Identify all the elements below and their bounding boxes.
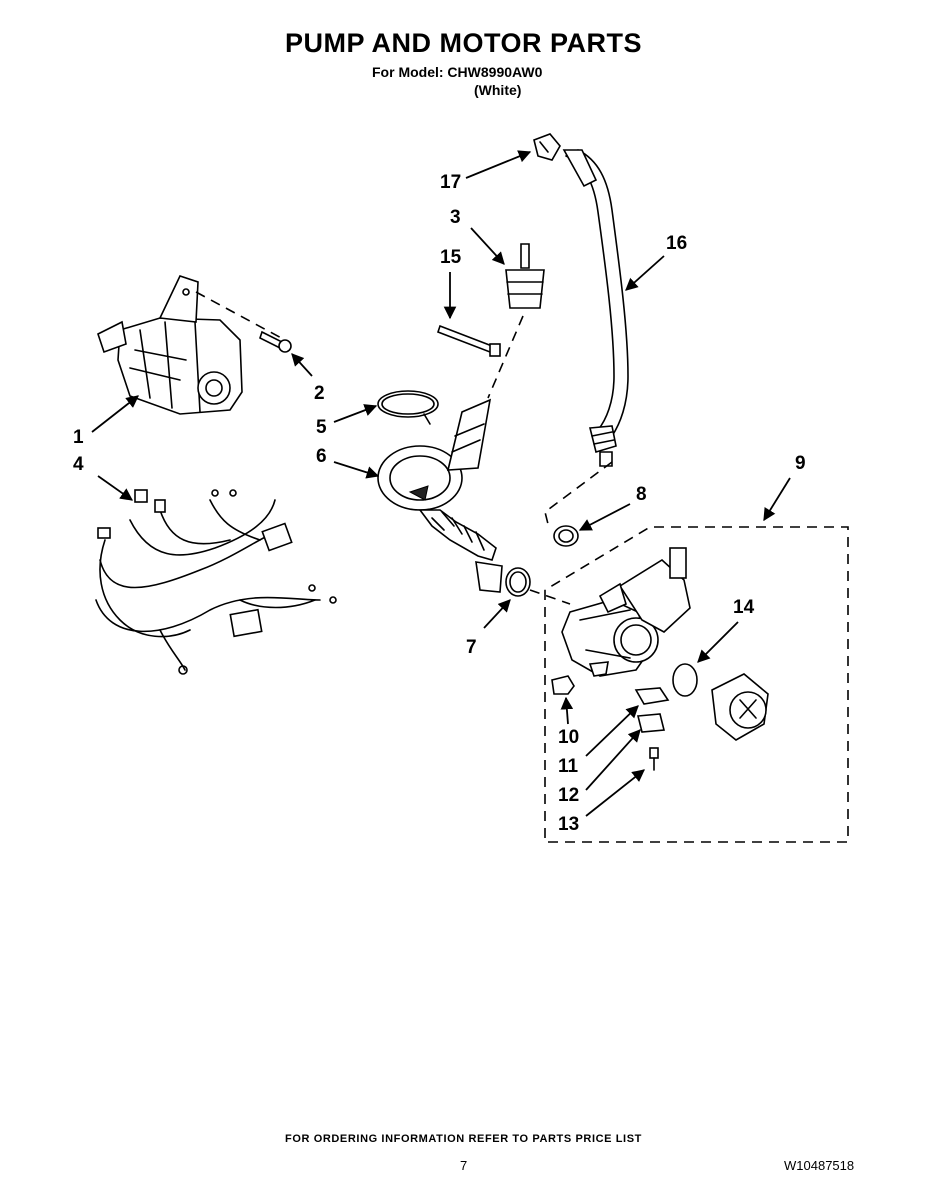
page-title: PUMP AND MOTOR PARTS: [284, 28, 643, 58]
callout-16: 16: [666, 233, 688, 254]
callout-3: 3: [450, 207, 461, 228]
pump-screw-part: [649, 747, 659, 771]
drain-clamp-part: [553, 525, 579, 547]
pump-assembly-box: [544, 526, 849, 843]
filter-gasket-part: [672, 663, 698, 697]
drain-hose-part: [562, 149, 629, 467]
cable-tie-part: [436, 324, 501, 357]
model-line: For Model: CHW8990AW0: [372, 64, 543, 80]
callout-2: 2: [314, 383, 325, 404]
pump-bracket-part: [636, 713, 666, 733]
callout-14: 14: [733, 597, 755, 618]
pump-filter-part: [711, 673, 769, 741]
drive-motor-part: [97, 275, 243, 415]
callout-4: 4: [73, 454, 84, 475]
callout-12: 12: [558, 785, 580, 806]
callout-15: 15: [440, 247, 462, 268]
callout-10: 10: [558, 727, 580, 748]
callout-1: 1: [73, 427, 84, 448]
hose-plug-part: [505, 243, 545, 309]
drain-pump-part: [561, 547, 691, 677]
pump-hose-clamp-part: [505, 567, 531, 597]
hose-clamp-part: [377, 390, 439, 425]
callout-11: 11: [558, 756, 579, 777]
drain-hose-clip-part: [533, 133, 561, 161]
pump-mount-part: [634, 687, 670, 705]
callout-17: 17: [440, 172, 462, 193]
pump-clip-part: [551, 675, 575, 695]
motor-bolt-part: [259, 330, 292, 353]
document-number: W10487518: [784, 1158, 855, 1173]
callout-9: 9: [795, 453, 806, 474]
callout-13: 13: [558, 814, 580, 835]
callout-6: 6: [316, 446, 327, 467]
page-number: 7: [460, 1158, 468, 1173]
ordering-note: FOR ORDERING INFORMATION REFER TO PARTS …: [285, 1133, 642, 1145]
callout-7: 7: [466, 637, 477, 658]
callout-5: 5: [316, 417, 327, 438]
color-line: (White): [474, 82, 522, 98]
callout-8: 8: [636, 484, 647, 505]
tub-to-pump-hose-part: [377, 398, 503, 593]
wire-harness-part: [95, 489, 337, 675]
